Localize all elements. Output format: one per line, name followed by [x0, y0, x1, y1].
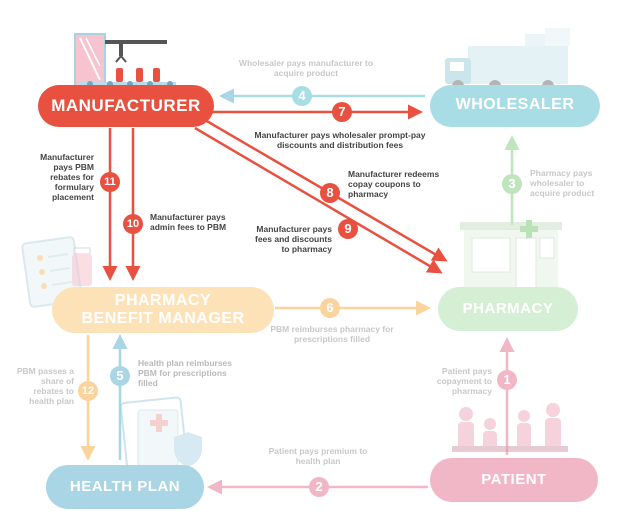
step-text-7: Manufacturer pays wholesaler prompt-pay … [254, 130, 426, 150]
step-badge-7: 7 [332, 102, 352, 122]
patients-waiting-icon [452, 403, 568, 452]
step-badge-2: 2 [309, 477, 329, 497]
step-badge-10: 10 [123, 214, 143, 234]
step-text-11: Manufacturer pays PBM rebates for formul… [40, 152, 94, 202]
pbm-label-line2: BENEFIT MANAGER [81, 310, 245, 327]
step-badge-9: 9 [338, 219, 358, 239]
step-text-3: Pharmacy pays wholesaler to acquire prod… [530, 168, 595, 198]
step-text-5: Health plan reimburses PBM for prescript… [138, 358, 233, 388]
health-plan-label: HEALTH PLAN [69, 478, 181, 495]
patient-label: PATIENT [481, 471, 547, 488]
patient-node [430, 458, 598, 502]
step-badge-1: 1 [497, 370, 517, 390]
pharmacy-storefront-icon [460, 220, 562, 290]
step-text-4: Wholesaler pays manufacturer to acquire … [238, 58, 374, 78]
step-badge-11: 11 [100, 172, 120, 192]
pill-bottle-icon [72, 247, 92, 286]
pbm-label-line1: PHARMACY [114, 292, 212, 309]
insurance-document-shield-icon [119, 396, 202, 474]
pbm-node [52, 287, 274, 333]
step-badge-8: 8 [320, 183, 340, 203]
step-badge-12: 12 [78, 381, 98, 401]
step-text-10: Manufacturer pays admin fees to PBM [150, 212, 227, 232]
step-text-12: PBM passes a share of rebates to health … [16, 366, 74, 406]
delivery-truck-icon [445, 28, 570, 92]
pharmacy-node [438, 287, 578, 331]
step-text-6: PBM reimburses pharmacy for prescription… [270, 324, 394, 344]
step-text-2: Patient pays premium to health plan [268, 446, 368, 466]
manufacturer-label: MANUFACTURER [51, 96, 201, 115]
step-badge-3: 3 [502, 174, 522, 194]
health-plan-node [46, 465, 204, 509]
pharmacy-label: PHARMACY [462, 300, 554, 317]
wholesaler-label: WHOLESALER [455, 96, 575, 113]
step-badge-5: 5 [110, 366, 130, 386]
production-line-icon [74, 33, 176, 87]
step-text-1: Patient pays copayment to pharmacy [436, 366, 492, 396]
step-badge-6: 6 [320, 298, 340, 318]
wholesaler-node [430, 85, 600, 127]
step-text-9: Manufacturer pays fees and discounts to … [255, 224, 332, 254]
manufacturer-node [38, 85, 214, 127]
step-text-8: Manufacturer redeems copay coupons to ph… [348, 169, 440, 199]
step-badge-4: 4 [292, 86, 312, 106]
